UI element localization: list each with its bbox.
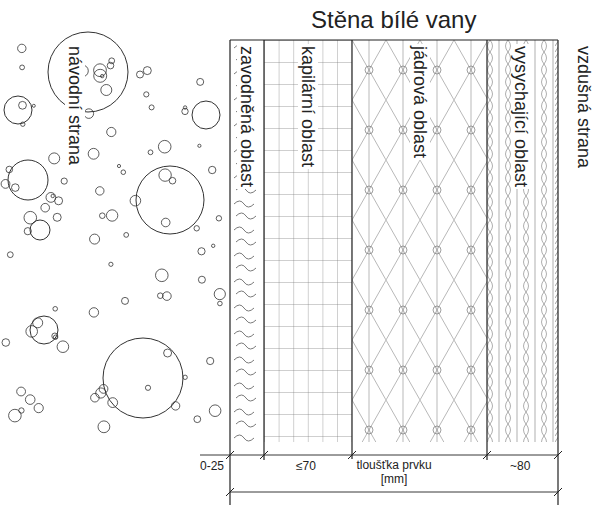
side-label: návodní strana [65,44,85,167]
capillary-zone-band: kapilární oblast [264,40,352,442]
wet-zone-band: zavodněná oblast [230,40,264,442]
zone-label: vysychající oblast [511,44,531,189]
dimension-label: 0-25 [198,460,226,474]
dimension-label: tloušťka prvku [mm] [347,459,441,487]
zone-label: jádrová oblast [410,44,430,160]
dimension-label: ≤70 [294,460,318,474]
zone-label: zavodněná oblast [237,44,257,189]
core-zone-band: jádrová oblast [352,40,487,442]
side-label: vzdušná strana [574,44,594,170]
zone-label: kapilární oblast [298,44,318,169]
dimension-label: ~80 [508,460,532,474]
drying-zone-band: vysychající oblast [487,40,555,442]
diagram-title: Stěna bílé vany [311,6,476,34]
